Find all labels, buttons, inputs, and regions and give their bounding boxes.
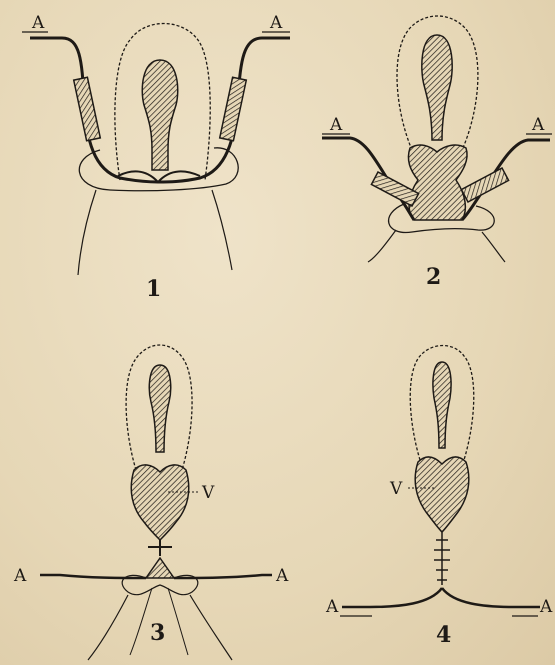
fig1-number: 1 [146,276,161,302]
fig2-cavity [422,35,452,140]
fig1-suture-end-right [212,190,232,270]
fig3-suture-inner-right [168,588,188,655]
fig4-label-v: V [389,479,403,499]
fig1-flap-left [74,77,101,141]
fig3-label-a-right: A [275,566,289,586]
fig4-stitch-column [434,532,450,585]
fig3-label-a-left: A [13,566,27,586]
fig2-suture-end-right [482,232,505,262]
fig1-label-a-left: A [31,13,45,33]
fig1-cavity [142,60,177,170]
figure-2: A A 2 [322,16,552,290]
fig3-suture-end-right [190,595,232,660]
fig3-cavity [149,365,170,452]
fig1-label-a-right: A [269,13,283,33]
fig3-number: 3 [150,620,165,646]
fig2-flap-right [461,168,508,202]
fig4-cavity [433,362,451,448]
fig2-number: 2 [426,264,441,290]
figure-1: A A 1 [22,13,290,302]
fig2-label-a-right: A [531,115,545,135]
fig3-triangle-knot [146,558,174,578]
fig2-vaginal-wall-left [322,138,414,220]
fig4-vaginal-wall-left [342,588,442,607]
fig4-number: 4 [436,622,451,648]
fig3-suture-inner-left [130,588,152,655]
fig2-flap-left [371,172,418,206]
fig2-label-a-left: A [329,115,343,135]
fig4-cervix [415,457,469,532]
figure-4: V A A 4 [325,346,553,649]
fig1-flap-right [220,77,247,141]
fig3-label-v: V [201,483,215,503]
fig1-vaginal-wall-right [158,38,290,182]
fig3-suture-end-left [88,595,128,660]
fig2-cervix [408,145,467,220]
fig4-vaginal-wall-right [442,588,540,607]
fig4-label-a-right: A [539,597,553,617]
fig3-cervix [131,465,189,540]
fig2-suture-end-left [368,230,396,262]
figure-3: V A A 3 [13,345,289,660]
fig1-suture-end-left [78,190,96,275]
fig4-label-a-left: A [325,597,339,617]
